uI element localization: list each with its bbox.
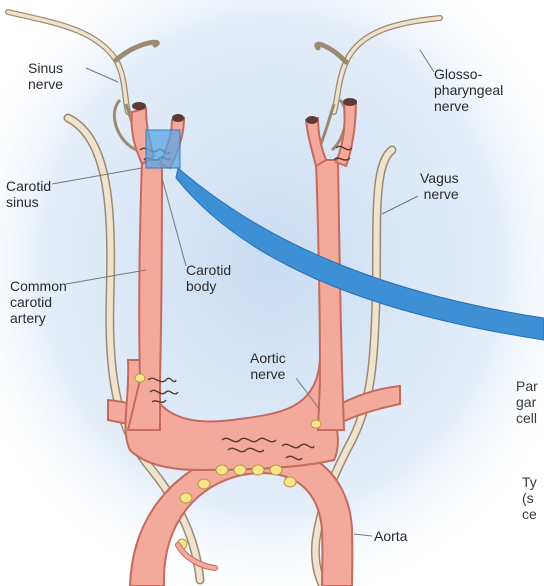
cut-off-label-2: Ty (s ce — [522, 474, 537, 522]
aortic-nerve-label: Aortic nerve — [250, 350, 286, 382]
aorta-label: Aorta — [374, 528, 407, 544]
carotid-sinus-highlight — [146, 130, 180, 168]
common-carotid-artery-label: Common carotid artery — [10, 278, 67, 326]
sinus-nerve-label: Sinus nerve — [28, 60, 63, 92]
cut-off-label-1: Par gar cell — [516, 378, 538, 426]
carotid-sinus-label: Carotid sinus — [6, 178, 51, 210]
glossopharyngeal-nerve-label: Glosso- pharyngeal nerve — [434, 66, 503, 114]
carotid-body-label: Carotid body — [186, 262, 231, 294]
vagus-nerve-label: Vagus nerve — [420, 170, 459, 202]
